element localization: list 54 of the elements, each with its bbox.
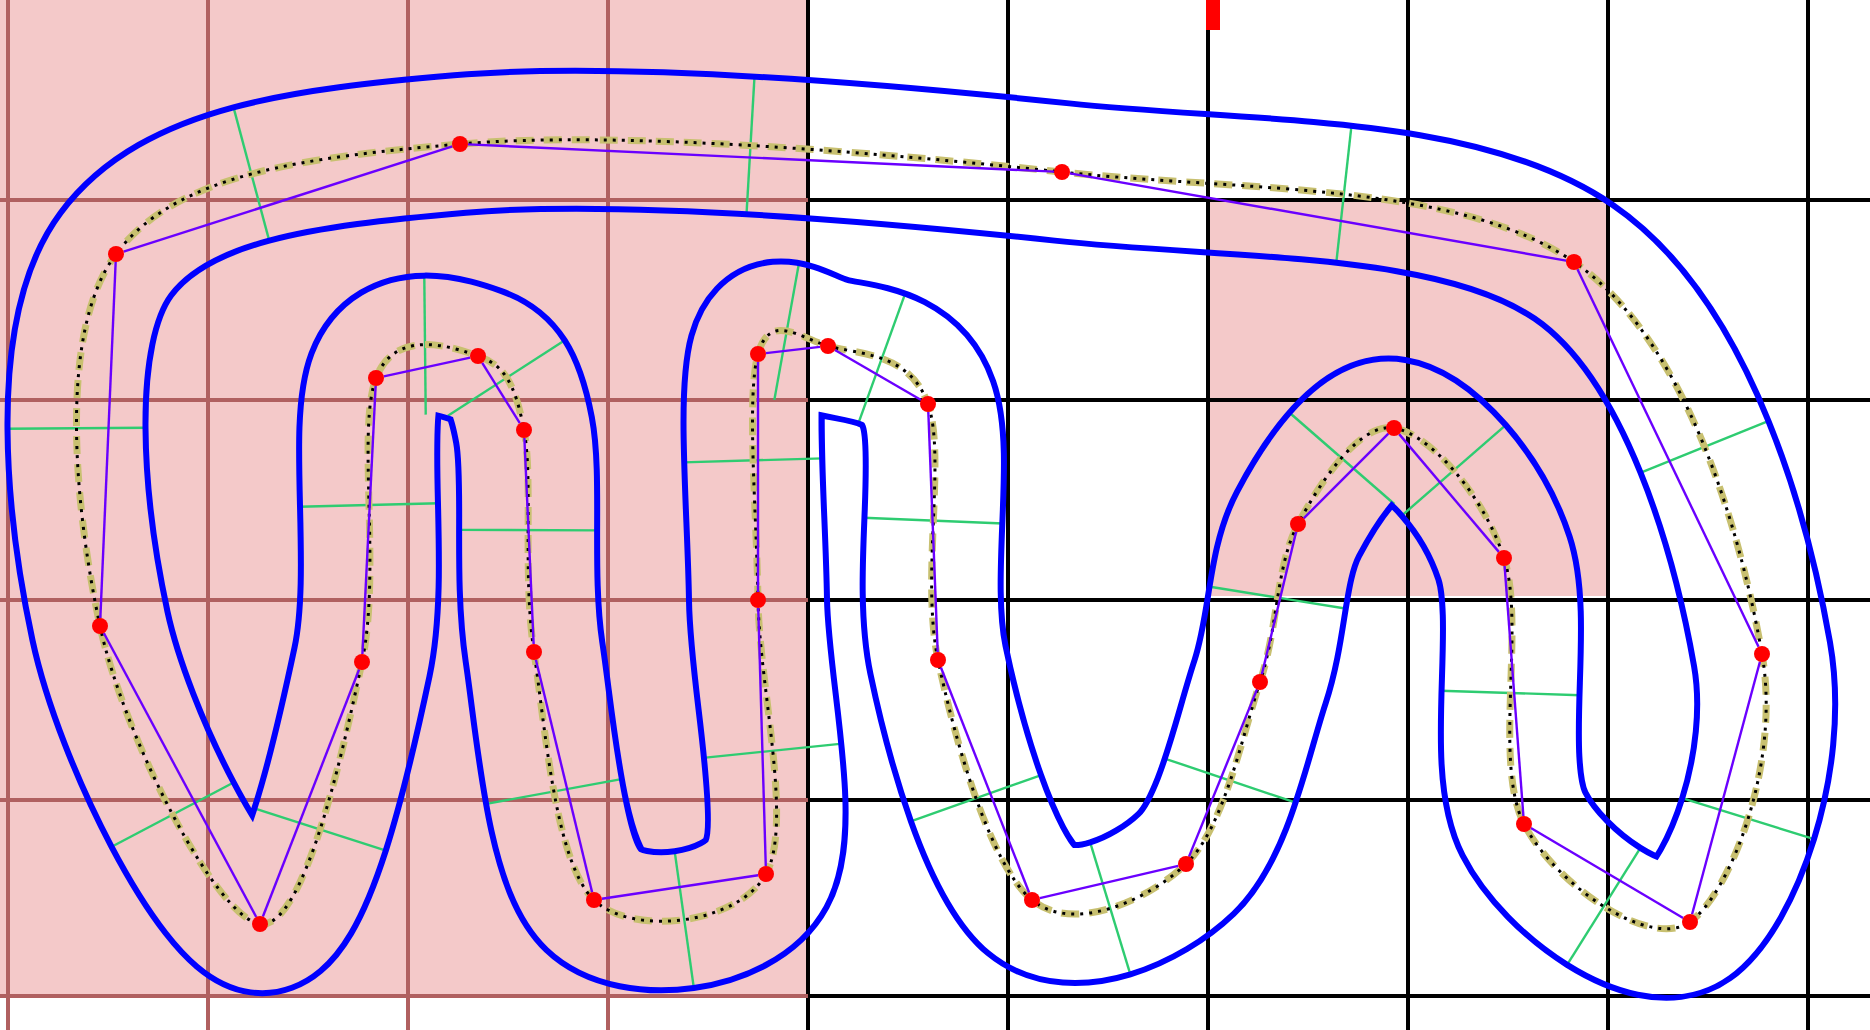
- point-marker: [758, 866, 774, 882]
- point-marker: [1754, 646, 1770, 662]
- line-segment: [1690, 661, 1762, 915]
- line-segment: [1530, 827, 1684, 919]
- point-marker: [1516, 816, 1532, 832]
- point-marker: [452, 136, 468, 152]
- line-segment: [1260, 531, 1298, 675]
- line-segment: [1069, 172, 1567, 262]
- point-marker: [1178, 856, 1194, 872]
- line-segment: [102, 632, 258, 918]
- line-segment: [361, 385, 377, 655]
- point-marker: [108, 246, 124, 262]
- point-marker: [368, 370, 384, 386]
- line-segment: [834, 348, 922, 402]
- line-segment: [939, 667, 1031, 893]
- point-marker: [1290, 516, 1306, 532]
- point-marker: [1566, 254, 1582, 270]
- line-segment: [467, 143, 1055, 173]
- line-segment: [123, 145, 453, 253]
- point-marker: [1496, 550, 1512, 566]
- point-marker: [1252, 674, 1268, 690]
- line-segment: [927, 411, 939, 653]
- line-segment: [1039, 864, 1179, 900]
- point-marker: [252, 916, 268, 932]
- line-segment: [383, 356, 471, 378]
- point-marker: [750, 346, 766, 362]
- point-marker: [516, 422, 532, 438]
- line-segment: [1576, 268, 1760, 648]
- point-marker: [1054, 164, 1070, 180]
- point-marker: [750, 592, 766, 608]
- line-segment: [601, 874, 759, 900]
- line-segment: [534, 659, 594, 893]
- line-segment: [1503, 565, 1525, 817]
- line-segment: [756, 362, 760, 592]
- line-segment: [1398, 433, 1500, 553]
- point-marker: [1024, 892, 1040, 908]
- point-marker: [92, 618, 108, 634]
- point-marker: [586, 892, 602, 908]
- line-segment: [765, 345, 821, 355]
- line-segment: [1187, 688, 1259, 858]
- point-marker: [920, 396, 936, 412]
- line-segment: [523, 437, 535, 645]
- point-marker: [526, 644, 542, 660]
- line-segment: [757, 607, 767, 867]
- point-marker: [930, 652, 946, 668]
- point-marker: [820, 338, 836, 354]
- line-segment: [261, 669, 361, 917]
- line-segment: [99, 261, 117, 619]
- point-marker: [354, 654, 370, 670]
- line-segment: [481, 362, 521, 424]
- point-marker: [1386, 420, 1402, 436]
- point-marker: [1682, 914, 1698, 930]
- point-marker: [470, 348, 486, 364]
- line-segment: [1302, 432, 1390, 520]
